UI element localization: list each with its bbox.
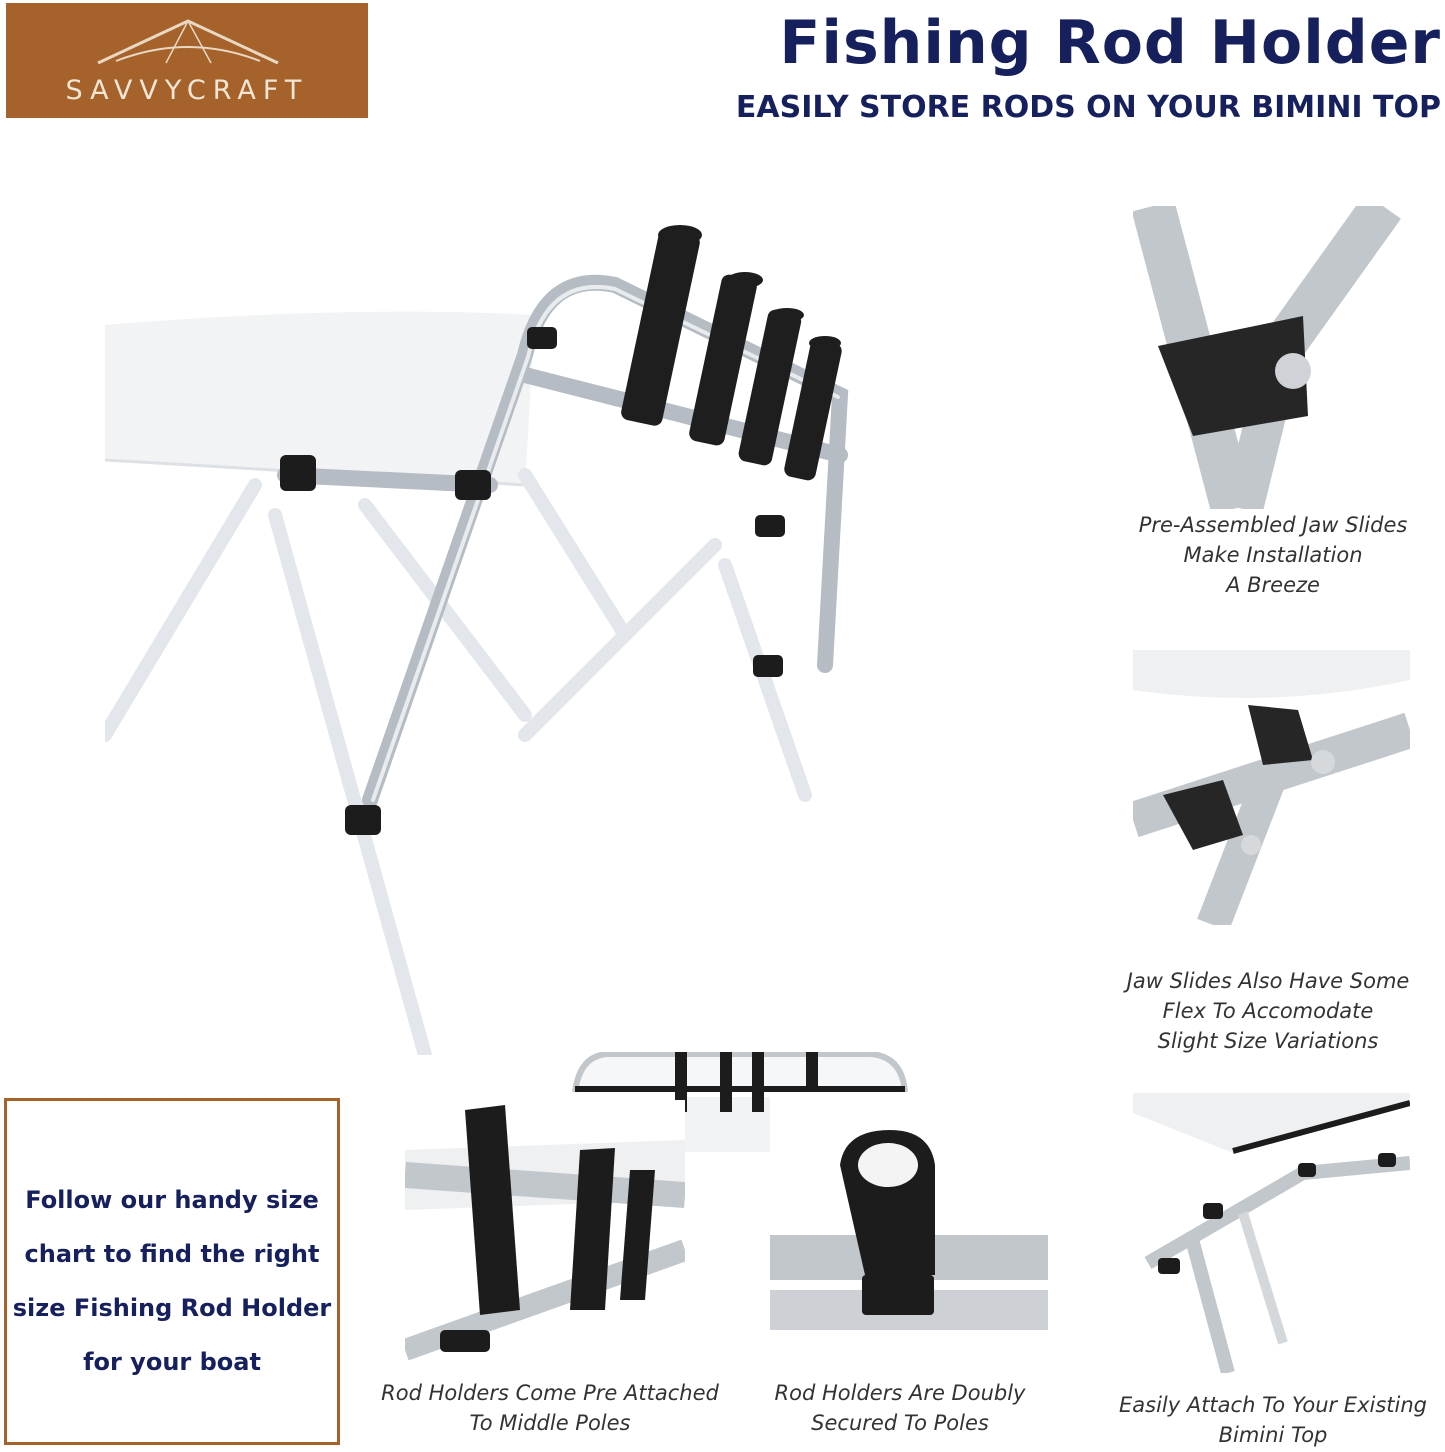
top-view-photo bbox=[572, 1052, 908, 1152]
bimini-attach-photo bbox=[1133, 1093, 1410, 1373]
page-subtitle: EASILY STORE RODS ON YOUR BIMINI TOP bbox=[735, 90, 1441, 125]
brand-name: SAVVYCRAFT bbox=[65, 75, 309, 106]
caption-jaw-slides: Pre-Assembled Jaw Slides Make Installati… bbox=[1138, 513, 1408, 597]
size-chart-callout: Follow our handy size chart to find the … bbox=[4, 1098, 340, 1445]
hero-rod-holder-illustration bbox=[105, 225, 849, 1055]
doubly-secured-photo bbox=[770, 1125, 1048, 1357]
page-title: Fishing Rod Holder bbox=[779, 8, 1441, 78]
jaw-slide-flex-photo bbox=[1133, 650, 1410, 925]
brand-logo: SAVVYCRAFT bbox=[6, 3, 368, 118]
middle-poles-photo bbox=[405, 1100, 685, 1368]
caption-middle-poles: Rod Holders Come Pre Attached To Middle … bbox=[381, 1381, 719, 1435]
jaw-slide-icon bbox=[1158, 316, 1311, 436]
canopy-logo-icon bbox=[97, 19, 279, 65]
callout-text: Follow our handy size chart to find the … bbox=[12, 1186, 332, 1376]
caption-attach: Easily Attach To Your Existing Bimini To… bbox=[1118, 1393, 1427, 1447]
rod-holder-tube-icon bbox=[621, 225, 702, 426]
caption-doubly-secured: Rod Holders Are Doubly Secured To Poles bbox=[774, 1381, 1026, 1435]
jaw-slide-photo bbox=[1133, 206, 1410, 509]
caption-flex: Jaw Slides Also Have Some Flex To Accomo… bbox=[1126, 969, 1410, 1053]
